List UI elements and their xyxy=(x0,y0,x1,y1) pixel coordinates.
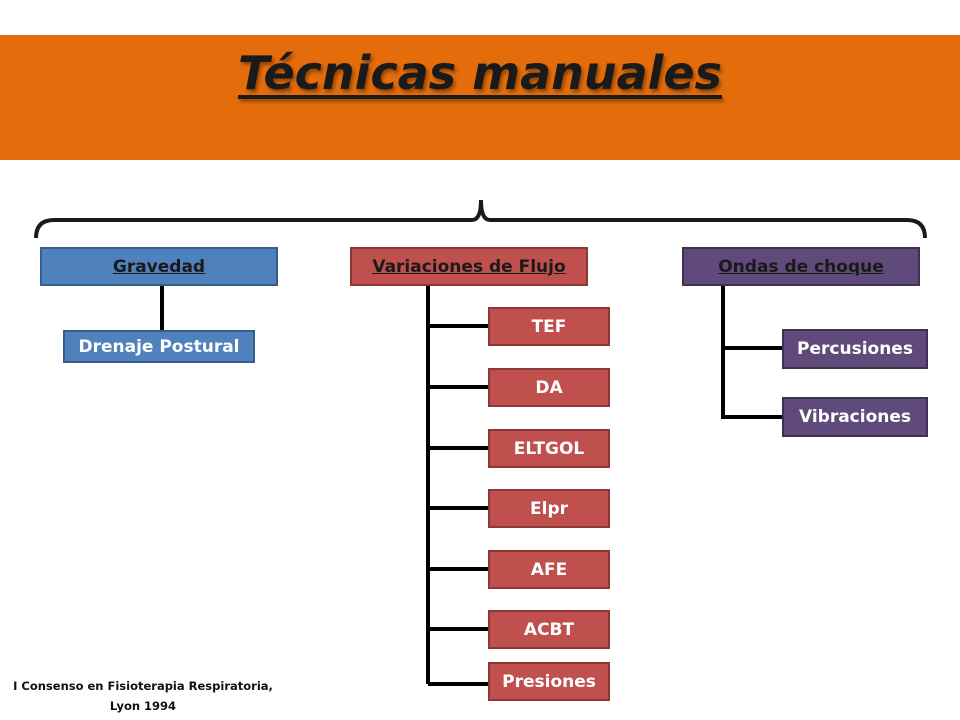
title-banner xyxy=(0,35,960,160)
node-drenaje-postural: Drenaje Postural xyxy=(63,330,255,363)
node-acbt: ACBT xyxy=(488,610,610,649)
citation: I Consenso en Fisioterapia Respiratoria,… xyxy=(0,676,286,716)
node-afe: AFE xyxy=(488,550,610,589)
node-vibraciones: Vibraciones xyxy=(782,397,928,437)
citation-line-2: Lyon 1994 xyxy=(109,699,177,713)
node-eltgol: ELTGOL xyxy=(488,429,610,468)
category-gravedad: Gravedad xyxy=(40,247,278,286)
citation-line-1: I Consenso en Fisioterapia Respiratoria, xyxy=(13,679,273,693)
top-brace xyxy=(34,199,927,239)
node-elpr: Elpr xyxy=(488,489,610,528)
category-ondas-de-choque: Ondas de choque xyxy=(682,247,920,286)
node-percusiones: Percusiones xyxy=(782,329,928,369)
node-presiones: Presiones xyxy=(488,662,610,701)
node-da: DA xyxy=(488,368,610,407)
category-variaciones-de-flujo: Variaciones de Flujo xyxy=(350,247,588,286)
node-tef: TEF xyxy=(488,307,610,346)
page-title: Técnicas manuales xyxy=(238,46,722,100)
